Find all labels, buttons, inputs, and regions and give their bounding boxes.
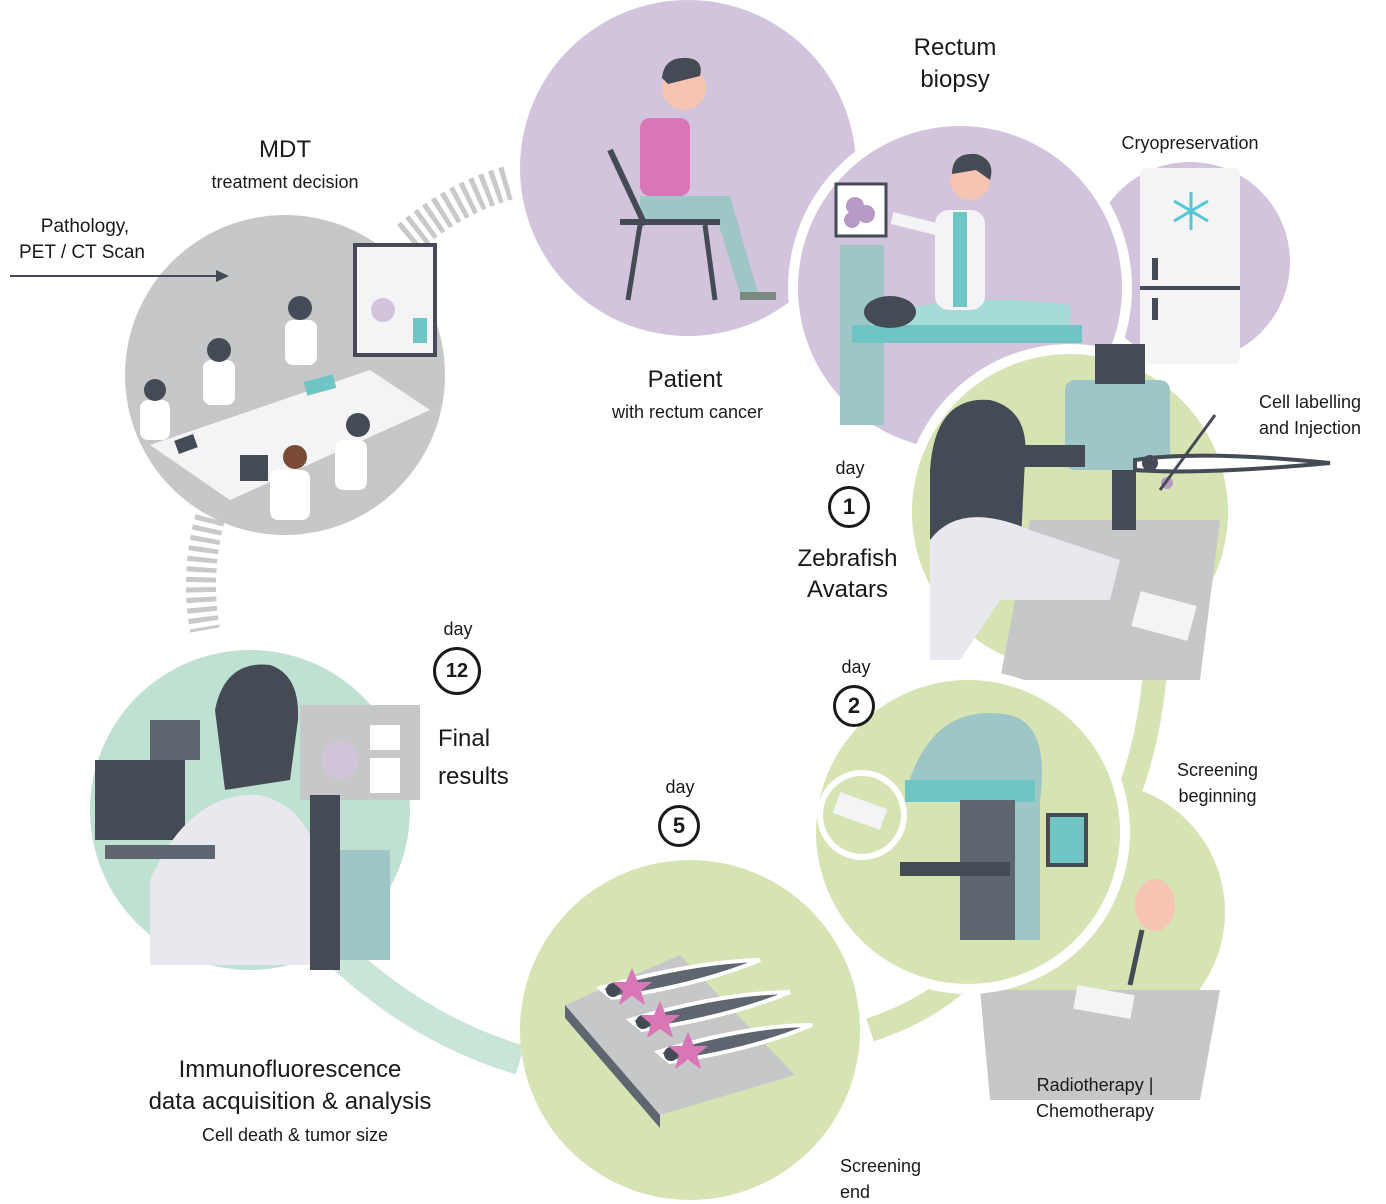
final-line-2: results [438, 763, 509, 790]
person-3 [285, 296, 317, 365]
input-line-1: Pathology, [40, 216, 130, 237]
snowflake-icon [1173, 192, 1209, 230]
arc-end-to-final [329, 944, 525, 1075]
screening-begin-line-2: beginning [1178, 786, 1257, 806]
right-arrow-icon [10, 270, 229, 282]
cell-line-2: and Injection [1258, 418, 1362, 438]
person-5 [270, 445, 310, 520]
input-line-2: PET / CT Scan [18, 242, 145, 263]
therapy-line-1: Radiotherapy | [1036, 1075, 1154, 1095]
screening-end-scene [520, 860, 860, 1200]
screening-end-line-2: end [840, 1182, 871, 1202]
person-2 [203, 338, 235, 405]
day-12-badge: 12 [433, 647, 481, 695]
day-2-badge: 2 [833, 685, 875, 727]
final-line-1: Final [438, 725, 491, 752]
irradiation-scene [806, 670, 1130, 994]
fish-1 [595, 958, 761, 1005]
fish-3 [653, 1023, 813, 1069]
screening-begin-line-1: Screening [1176, 760, 1259, 780]
final-results-scene [90, 650, 420, 970]
zebrafish-line-2: Avatars [807, 576, 888, 603]
zebrafish-line-1: Zebrafish [797, 545, 898, 572]
immuno-subtitle: Cell death & tumor size [201, 1125, 389, 1145]
day-5-word: day [665, 777, 695, 797]
day-2-word: day [841, 657, 871, 677]
patient-subtitle: with rectum cancer [611, 402, 764, 422]
arc-mdt-to-patient [396, 166, 513, 252]
arc-final-to-mdt [186, 514, 225, 633]
mdt-subtitle: treatment decision [211, 172, 359, 192]
day-12-word: day [443, 619, 473, 639]
injection-scene [902, 344, 1331, 680]
cell-line-1: Cell labelling [1258, 392, 1362, 412]
immuno-line-2: data acquisition & analysis [148, 1088, 432, 1115]
cryo-scene [1090, 162, 1290, 364]
day-1-word: day [835, 458, 865, 478]
day-1-badge: 1 [828, 486, 870, 528]
mdt-scene [125, 215, 445, 535]
patient-title: Patient [647, 366, 723, 393]
day-5-badge: 5 [658, 805, 700, 847]
biopsy-line-1: Rectum [913, 34, 997, 61]
mdt-title: MDT [259, 136, 311, 163]
screening-end-line-1: Screening [840, 1156, 922, 1176]
therapy-line-2: Chemotherapy [1035, 1101, 1155, 1121]
fish-2 [625, 990, 791, 1038]
arc-avatars-to-screening [1118, 669, 1167, 795]
patient-scene [520, 0, 856, 336]
biopsy-line-2: biopsy [920, 66, 990, 93]
immuno-line-1: Immunofluorescence [178, 1056, 402, 1083]
person-4 [335, 413, 370, 490]
cryo-label: Cryopreservation [1121, 133, 1259, 153]
person-1 [140, 379, 170, 440]
